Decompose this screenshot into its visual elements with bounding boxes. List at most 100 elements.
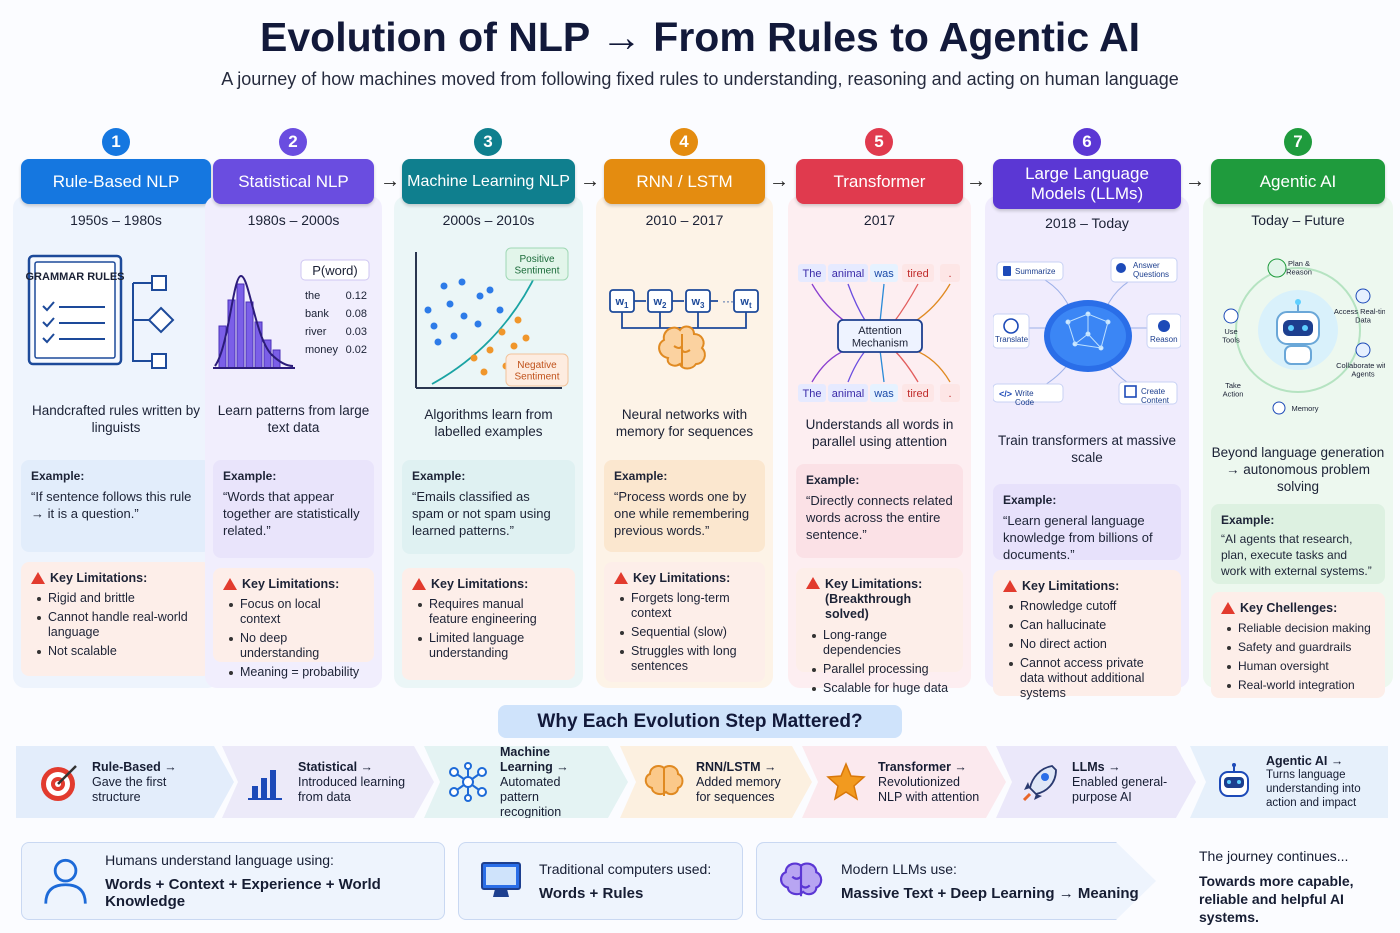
svg-text:animal: animal: [832, 268, 864, 280]
svg-text:Reason: Reason: [1150, 335, 1178, 344]
why-step: RNN/LSTM →Added memory for sequences: [620, 746, 812, 818]
list-item: Long-range dependencies: [812, 628, 953, 658]
stage-description: Beyond language generation → autonomous …: [1211, 445, 1385, 494]
list-item: Struggles with long sentences: [620, 644, 755, 674]
list-item: No deep understanding: [229, 631, 364, 661]
brain-icon: [777, 857, 825, 905]
agent-robot-illustration: Plan &Reason Access Real-timeData UseToo…: [1222, 258, 1385, 415]
bar-chart-icon: [244, 760, 288, 804]
example-box: Example:“Words that appear together are …: [213, 460, 374, 558]
rocket-icon: [1018, 760, 1062, 804]
svg-text:.: .: [948, 268, 951, 280]
example-box: Example:“Directly connects related words…: [796, 464, 963, 558]
llms-box: Modern LLMs use:Massive Text + Deep Lear…: [756, 842, 1156, 920]
stage-description: Handcrafted rules written by linguists: [31, 403, 201, 435]
brain-icon: [1044, 300, 1132, 372]
journey-note: The journey continues... Towards more ca…: [1199, 848, 1354, 925]
svg-text:tired: tired: [907, 268, 928, 280]
list-item: Parallel processing: [812, 662, 953, 677]
why-step: Transformer →Revolutionized NLP with att…: [802, 746, 1006, 818]
list-item: Cannot handle real-world language: [37, 610, 201, 640]
svg-text:Memory: Memory: [1291, 404, 1318, 413]
page-subtitle: A journey of how machines moved from fol…: [221, 69, 1179, 89]
stage-number: 7: [1284, 128, 1312, 156]
svg-text:The: The: [803, 268, 822, 280]
stage-date: 2010 – 2017: [645, 212, 724, 228]
pword-title: P(word): [312, 263, 358, 278]
svg-text:.: .: [948, 388, 951, 400]
svg-text:0.12: 0.12: [346, 290, 367, 302]
svg-text:···: ···: [722, 294, 734, 308]
svg-text:</>: </>: [999, 389, 1012, 399]
svg-text:was: was: [873, 388, 894, 400]
stage-heading: Rule-Based NLP: [21, 159, 211, 204]
warning-icon: [614, 572, 628, 584]
svg-text:0.03: 0.03: [346, 326, 367, 338]
arrow-right-icon: →: [380, 170, 400, 192]
list-item: No direct action: [1009, 637, 1171, 652]
stage-statistical: 2 Statistical NLP 1980s – 2000s P(word) …: [205, 128, 382, 694]
example-box: Example:“AI agents that research, plan, …: [1211, 504, 1385, 584]
limitations-box: Key Chellenges: Reliable decision making…: [1211, 592, 1385, 698]
why-step: Machine Learning →Automated pattern reco…: [424, 746, 628, 818]
why-step: Statistical →Introduced learning from da…: [222, 746, 434, 818]
person-icon: [44, 858, 87, 904]
list-item: Limited language understanding: [418, 631, 565, 661]
stage-date: 2018 – Today: [1045, 215, 1129, 231]
stage-number: 2: [279, 128, 307, 156]
list-item: Safety and guardrails: [1227, 640, 1375, 655]
list-item: Reliable decision making: [1227, 621, 1375, 636]
stage-heading: Agentic AI: [1211, 159, 1385, 204]
stage-date: 1980s – 2000s: [247, 212, 340, 228]
stage-number: 1: [102, 128, 130, 156]
list-item: Can hallucinate: [1009, 618, 1171, 633]
star-icon: [824, 760, 868, 804]
example-box: Example:“Process words one by one while …: [604, 460, 765, 552]
stage-description: Train transformers at massive scale: [997, 433, 1177, 465]
stage-number: 3: [474, 128, 502, 156]
svg-text:tired: tired: [907, 388, 928, 400]
stage-heading: Large Language Models (LLMs): [993, 159, 1181, 209]
stage-heading: RNN / LSTM: [604, 159, 765, 204]
list-item: Meaning = probability: [229, 665, 364, 680]
grammar-book-title: GRAMMAR RULES: [26, 271, 125, 283]
why-heading: Why Each Evolution Step Mattered?: [498, 705, 902, 738]
robot-icon: [1276, 299, 1320, 365]
brain-icon: [642, 760, 686, 804]
arrow-right-icon: →: [966, 170, 986, 192]
network-icon: [446, 760, 490, 804]
example-box: Example:“Learn general language knowledg…: [993, 484, 1181, 562]
attention-illustration: The animal was tired . The animal was ti…: [798, 264, 960, 402]
arrow-right-icon: →: [580, 170, 600, 192]
stage-date: Today – Future: [1251, 212, 1345, 228]
list-item: Not scalable: [37, 644, 201, 659]
stage-transformer: 5 Transformer 2017 The animal was tired …: [788, 128, 971, 695]
limitations-box: Key Limitations: Forgets long-term conte…: [604, 562, 765, 682]
stage-heading: Transformer: [796, 159, 963, 204]
page-title: Evolution of NLP → From Rules to Agentic…: [260, 14, 1140, 60]
list-item: Scalable for huge data: [812, 681, 953, 696]
svg-text:Translate: Translate: [995, 335, 1029, 344]
stage-heading: Machine Learning NLP: [402, 159, 575, 204]
svg-text:The: The: [803, 388, 822, 400]
example-box: Example:“Emails classified as spam or no…: [402, 460, 575, 554]
traditional-box: Traditional computers used:Words + Rules: [458, 842, 743, 920]
stage-date: 1950s – 1980s: [70, 212, 162, 228]
list-item: Requires manual feature engineering: [418, 597, 565, 627]
limitations-box: Key Limitations: (Breakthrough solved) L…: [796, 568, 963, 695]
svg-text:money: money: [305, 344, 339, 356]
list-item: Rnowledge cutoff: [1009, 599, 1171, 614]
stage-description: Learn patterns from large text data: [217, 403, 370, 435]
warning-icon: [412, 578, 426, 590]
